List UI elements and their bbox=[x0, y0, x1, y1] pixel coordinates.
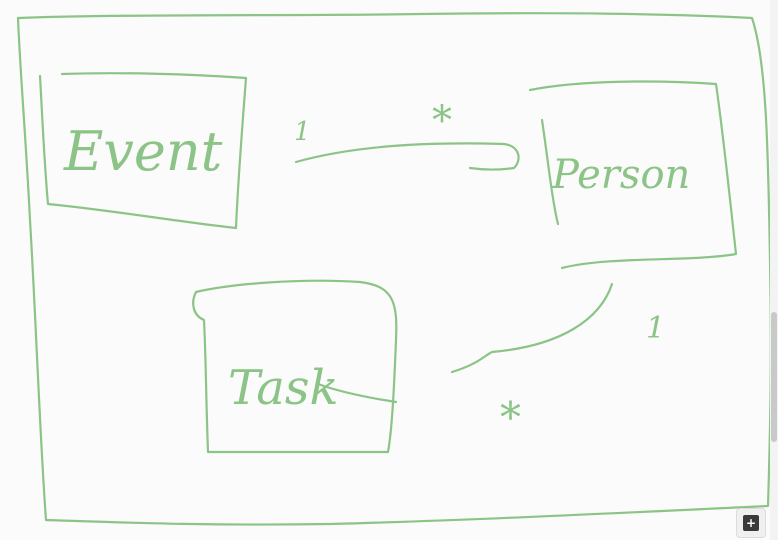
event-person-connector bbox=[294, 142, 520, 171]
event-person-from-multiplicity: 1 bbox=[294, 117, 311, 147]
event-label: Event bbox=[63, 120, 223, 183]
vertical-scrollbar[interactable] bbox=[770, 0, 778, 540]
plus-square-icon: + bbox=[743, 515, 759, 531]
person-box bbox=[528, 80, 738, 270]
person-task-from-multiplicity: 1 bbox=[646, 311, 665, 346]
person-label: Person bbox=[551, 152, 690, 198]
add-button[interactable]: + bbox=[736, 508, 766, 538]
person-task-to-multiplicity: * bbox=[500, 393, 521, 442]
task-label-underline bbox=[316, 382, 398, 404]
task-label: Task bbox=[228, 360, 339, 416]
outer-frame bbox=[16, 12, 772, 526]
person-task-connector bbox=[450, 282, 614, 374]
scrollbar-thumb[interactable] bbox=[771, 312, 777, 442]
event-person-to-multiplicity: * bbox=[432, 98, 452, 144]
task-box bbox=[192, 279, 398, 454]
person-box-left bbox=[540, 118, 560, 226]
event-box bbox=[38, 72, 248, 230]
